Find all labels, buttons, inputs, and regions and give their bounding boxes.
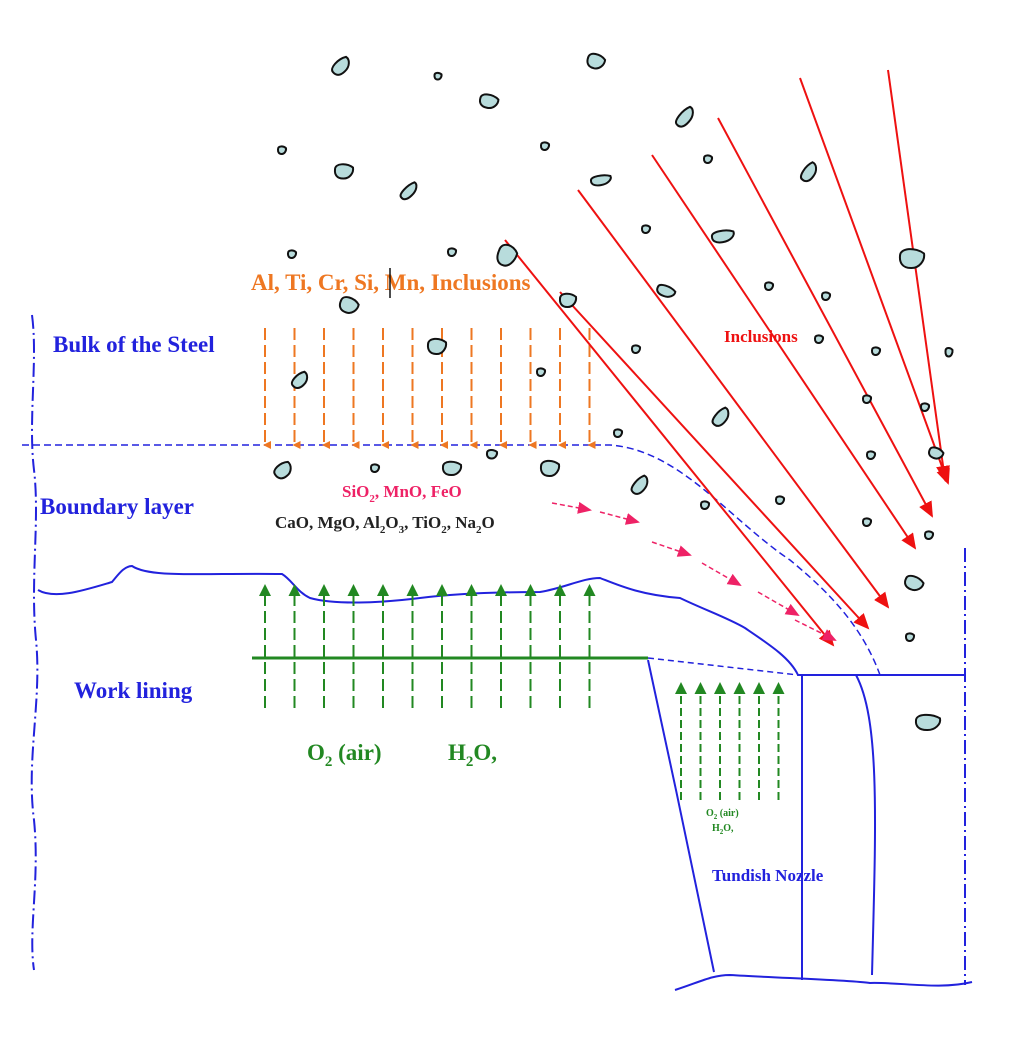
inclusion-particle (539, 141, 551, 151)
inclusion-particle (861, 394, 873, 404)
pink-dashed-arrow (599, 511, 640, 525)
nozzle-outer-wall (855, 674, 877, 976)
inclusion-particle (675, 105, 694, 128)
inclusion-particle (919, 402, 931, 412)
nozzle-green-oxygen-arrows (675, 682, 785, 800)
label-nozzle-h2o: H2O, (712, 823, 734, 836)
labels: Bulk of the Steel Boundary layer Work li… (40, 268, 824, 885)
inclusion-particle (426, 337, 448, 355)
red-diagonal-arrow (717, 117, 933, 518)
inclusion-particle (276, 145, 288, 155)
inclusion-particle (702, 154, 714, 164)
inclusion-particle (286, 249, 298, 259)
inclusion-particle (273, 460, 292, 480)
pink-dashed-arrow (651, 541, 692, 557)
red-diagonal-arrow (651, 154, 917, 550)
inclusion-particle (478, 93, 500, 110)
inclusion-particle (763, 281, 775, 291)
inclusion-particle (558, 292, 578, 308)
work-lining-surface (37, 564, 965, 676)
pink-oxide-arrows (551, 501, 837, 641)
label-h2o: H2O, (448, 740, 497, 770)
label-oxides-black: CaO, MgO, Al2O3, TiO2, Na2O (275, 513, 495, 536)
inclusion-particle (485, 449, 499, 460)
pink-dashed-arrow (551, 501, 592, 514)
inclusion-particle (923, 530, 935, 540)
inclusion-particle (333, 163, 355, 180)
inclusion-particle (290, 370, 309, 390)
inclusion-particle (640, 224, 652, 234)
inclusion-particle (586, 52, 607, 70)
inclusion-particle (369, 463, 381, 473)
inclusion-particle (711, 406, 730, 427)
inclusion-particle (331, 55, 350, 76)
inclusion-particle (441, 460, 463, 476)
work-lining-dashed-hot-face (647, 657, 799, 676)
green-oxygen-arrows (259, 584, 596, 708)
red-diagonal-arrow (887, 69, 951, 482)
inclusion-particle (861, 517, 873, 527)
inclusion-particle (865, 450, 877, 460)
inclusion-particle (800, 161, 818, 183)
inclusion-particle (496, 243, 519, 267)
label-inclusions-red: Inclusions (724, 327, 798, 346)
inclusion-particle (898, 248, 926, 269)
inclusion-particle (820, 291, 832, 301)
inclusion-particle (870, 346, 882, 356)
inclusion-particle (904, 574, 925, 592)
inclusion-particle (433, 71, 443, 81)
inclusion-particle (535, 367, 547, 377)
label-oxides-pink: SiO2, MnO, FeO (342, 482, 462, 505)
left-dash-dot-boundary (30, 314, 39, 971)
label-bulk-of-steel: Bulk of the Steel (53, 332, 215, 357)
label-tundish-nozzle: Tundish Nozzle (712, 866, 824, 885)
red-diagonal-arrow (504, 239, 835, 647)
inclusion-particle (699, 500, 711, 510)
inclusion-particle (612, 428, 624, 438)
red-diagonal-arrow (577, 189, 890, 609)
boundary-layer-top-line (22, 444, 881, 676)
red-diagonal-arrow (559, 291, 870, 630)
inclusion-particles (273, 52, 954, 732)
label-elements-orange: Al, Ti, Cr, Si, Mn, Inclusions (251, 270, 531, 295)
label-nozzle-o2-air: O2 (air) (706, 808, 739, 821)
inclusion-particle (630, 474, 649, 495)
inclusion-particle (539, 459, 561, 477)
inclusion-particle (813, 334, 825, 344)
inclusion-particle (710, 229, 735, 244)
nozzle-bottom-line (674, 973, 973, 991)
inclusion-particle (928, 446, 945, 460)
red-diagonal-arrow (799, 77, 950, 485)
inclusion-particle (914, 713, 942, 732)
label-o2-air: O2 (air) (307, 740, 382, 770)
inclusion-particle (338, 296, 360, 314)
inclusion-particle (399, 181, 418, 201)
inclusion-particle (944, 347, 954, 358)
inclusion-particle (774, 495, 786, 505)
label-boundary-layer: Boundary layer (40, 494, 194, 519)
label-work-lining: Work lining (74, 678, 193, 703)
inclusion-particle (656, 284, 677, 298)
pink-dashed-arrow (701, 562, 742, 587)
red-inclusion-arrows (504, 69, 951, 647)
inclusion-particle (589, 174, 612, 187)
inclusion-particle (446, 247, 458, 257)
region-outlines (22, 314, 973, 991)
inclusion-particle (630, 344, 642, 354)
inclusion-particle (904, 632, 916, 642)
nozzle-left-wall (647, 659, 715, 973)
